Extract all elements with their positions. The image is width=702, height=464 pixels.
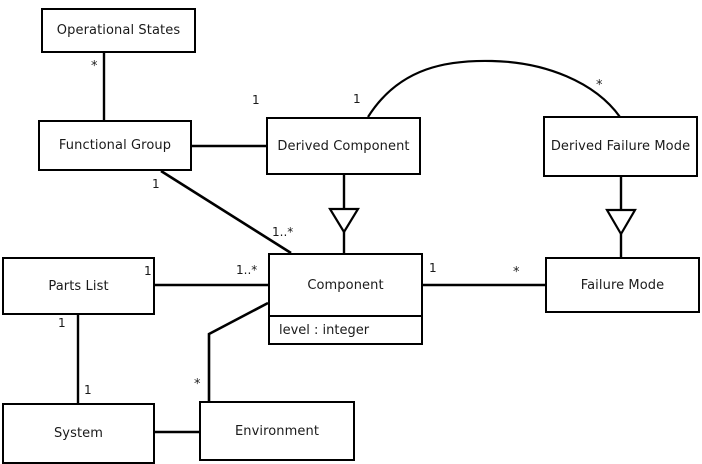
class-name-environment: Environment <box>234 423 320 439</box>
class-name-derived-component: Derived Component <box>277 138 410 154</box>
class-parts-list[interactable]: Parts List <box>2 257 155 315</box>
multiplicity-component-right: 1 <box>429 261 437 275</box>
class-system[interactable]: System <box>2 403 155 464</box>
multiplicity-parts-list-bottom: 1 <box>58 316 66 330</box>
multiplicity-component-left: 1..* <box>236 263 258 277</box>
class-name-system: System <box>53 426 104 441</box>
multiplicity-functional-group-bottom: 1 <box>152 177 160 191</box>
class-name-parts-list: Parts List <box>48 278 109 294</box>
multiplicity-component-topleft: 1..* <box>272 225 294 239</box>
multiplicity-system-top: 1 <box>84 383 92 397</box>
generalization-triangle-failure-mode <box>605 208 637 237</box>
multiplicity-environment-top: * <box>194 377 201 392</box>
class-name-failure-mode: Failure Mode <box>580 277 665 293</box>
class-name-component: Component <box>307 277 384 293</box>
class-name-derived-failure-mode: Derived Failure Mode <box>550 139 691 154</box>
multiplicity-curve-derived-failure-mode: * <box>596 78 603 93</box>
class-derived-failure-mode[interactable]: Derived Failure Mode <box>543 116 698 177</box>
multiplicity-parts-list-right: 1 <box>144 264 152 278</box>
class-functional-group[interactable]: Functional Group <box>38 120 192 171</box>
generalization-triangle-component <box>328 207 360 235</box>
edge-derived-component-derived-failure-mode <box>367 59 621 118</box>
class-operational-states[interactable]: Operational States <box>41 8 196 53</box>
class-environment[interactable]: Environment <box>199 401 355 461</box>
class-name-operational-states: Operational States <box>56 23 181 38</box>
class-attribute-component-level: level : integer <box>270 315 421 343</box>
edge-functional-group-component <box>160 169 292 255</box>
multiplicity-derived-component-left: 1 <box>252 93 260 107</box>
multiplicity-curve-derived-component: 1 <box>353 92 361 106</box>
edge-component-environment <box>207 301 269 401</box>
multiplicity-operational-states: * <box>91 59 98 74</box>
class-derived-component[interactable]: Derived Component <box>266 117 421 175</box>
class-name-functional-group: Functional Group <box>58 138 172 153</box>
class-failure-mode[interactable]: Failure Mode <box>545 257 700 313</box>
multiplicity-failure-mode-left: * <box>513 265 520 280</box>
class-component[interactable]: Component level : integer <box>268 253 423 345</box>
